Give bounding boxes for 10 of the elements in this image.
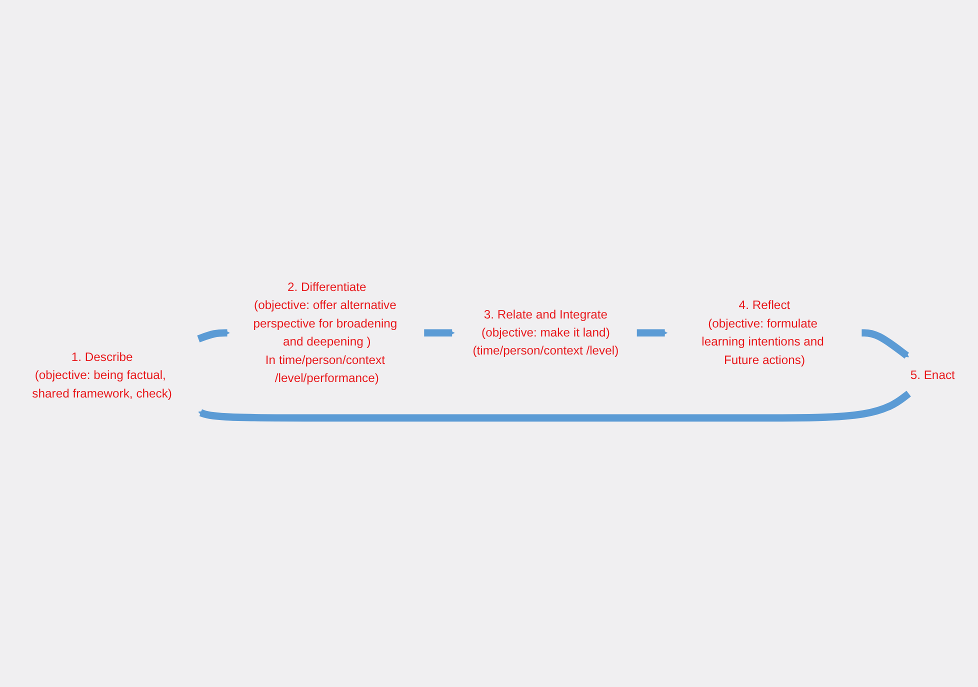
arrow [197, 329, 230, 342]
node-text: 4. Reflect (objective: formulate learning intentions and Future actions) [702, 298, 824, 367]
node-text: 2. Differentiate (objective: offer alternative perspective for broadening and deepening ) In time/person/context /level/performance) [253, 280, 398, 386]
arrow [198, 390, 911, 422]
arrow [423, 329, 455, 336]
arrow [636, 329, 668, 336]
node-text: 5. Enact [910, 368, 955, 382]
arrow [860, 329, 909, 359]
node-text: 3. Relate and Integrate (objective: make it land) (time/person/context /level) [472, 308, 619, 358]
node-text: 1. Describe (objective: being factual, shared framework, check) [32, 350, 172, 400]
